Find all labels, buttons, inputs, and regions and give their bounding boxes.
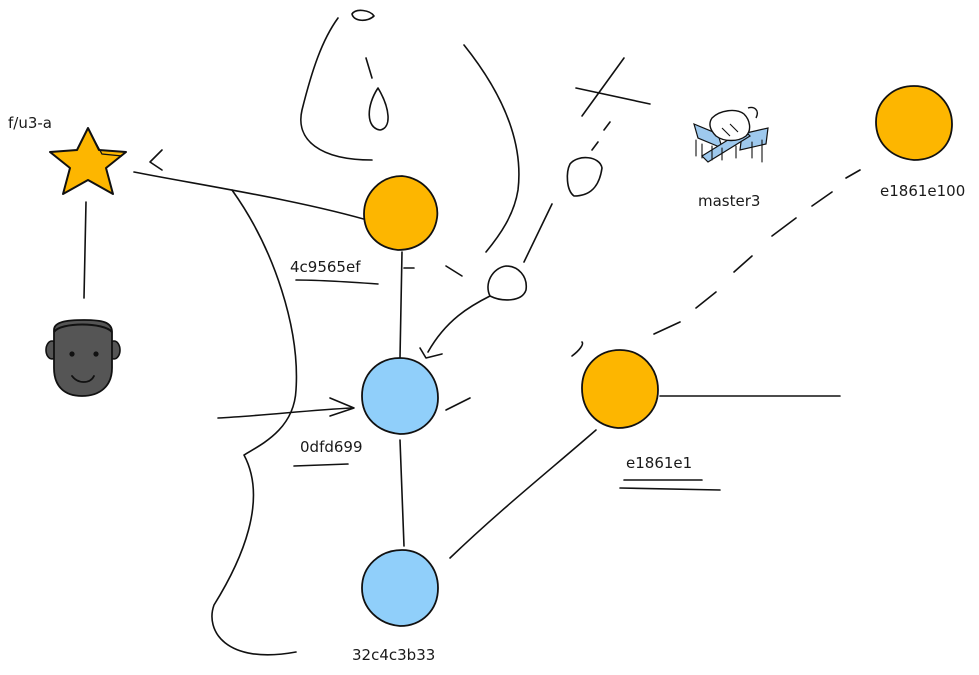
commit-4c9565ef[interactable] — [363, 175, 439, 251]
commit-label-32c4c3b33: 32c4c3b33 — [352, 646, 435, 664]
sketch-dash-1 — [365, 57, 373, 79]
commit-label-e1861e100: e1861e100 — [880, 182, 965, 200]
sketch-dashes-master — [591, 121, 611, 151]
sketch-rounded-square — [566, 156, 603, 197]
hand-cutting-ribbon-icon — [693, 106, 769, 163]
sketch-swoop-left — [211, 189, 298, 656]
labels: f/u3-a master3 4c9565ef 0dfd699 32c4c3b3… — [8, 114, 965, 664]
commit-node-4c9565ef[interactable] — [363, 175, 439, 251]
commit-label-0dfd699: 0dfd699 — [300, 438, 363, 456]
branch-label: f/u3-a — [8, 114, 52, 132]
edge-4c9565ef-to-0dfd699 — [399, 251, 403, 359]
sketch-dash-5 — [571, 341, 584, 357]
sketch-dash-4 — [445, 397, 471, 411]
commit-32c4c3b33[interactable] — [361, 549, 439, 627]
edge-32c4c3b33-to-e1861e1 — [449, 429, 597, 559]
arrowhead-into-0dfd699 — [329, 397, 355, 417]
sketch-cross-1 — [581, 57, 625, 117]
commit-node-e1861e1[interactable] — [581, 349, 659, 429]
graph-edges — [83, 169, 861, 559]
underline-0dfd699 — [293, 463, 349, 467]
sketch-dash-3 — [445, 265, 463, 277]
sketch-curve-to-commit — [427, 295, 491, 353]
sketch-loop-top — [351, 9, 375, 22]
commit-node-0dfd699[interactable] — [361, 357, 439, 435]
underlines — [293, 279, 721, 491]
sketch-cross-2 — [575, 87, 651, 105]
edge-dashed-e1861e1-to-e1861e100 — [653, 169, 861, 335]
sketch-arc-right — [463, 44, 520, 253]
commit-node-e1861e100[interactable] — [875, 85, 953, 161]
edge-branch-to-person — [83, 201, 87, 299]
commit-e1861e1[interactable] — [581, 349, 659, 429]
commit-e1861e100[interactable] — [875, 85, 953, 161]
underline-4c9565ef — [295, 279, 379, 285]
master-label: master3 — [698, 192, 760, 210]
edge-arrow-into-0dfd699 — [217, 407, 353, 419]
sketch-arrowhead-small — [419, 347, 443, 359]
commit-0dfd699[interactable] — [361, 357, 439, 435]
sketch-link-square-circle — [523, 203, 553, 263]
sketch-curve-left-top — [300, 17, 373, 161]
underline-e1861e1-2 — [619, 487, 721, 491]
star-icon[interactable] — [49, 127, 127, 195]
sketch-drop-loop — [368, 87, 389, 131]
sketch-lines — [149, 9, 651, 656]
commit-node-32c4c3b33[interactable] — [361, 549, 439, 627]
edge-0dfd699-to-32c4c3b33 — [399, 439, 405, 547]
commit-label-4c9565ef: 4c9565ef — [290, 258, 361, 276]
commit-label-e1861e1: e1861e1 — [626, 454, 692, 472]
sketch-squiggle — [149, 149, 163, 171]
person-icon — [45, 319, 121, 397]
edge-branch-to-4c9565ef — [133, 171, 375, 223]
sketch-small-circle — [487, 265, 528, 301]
